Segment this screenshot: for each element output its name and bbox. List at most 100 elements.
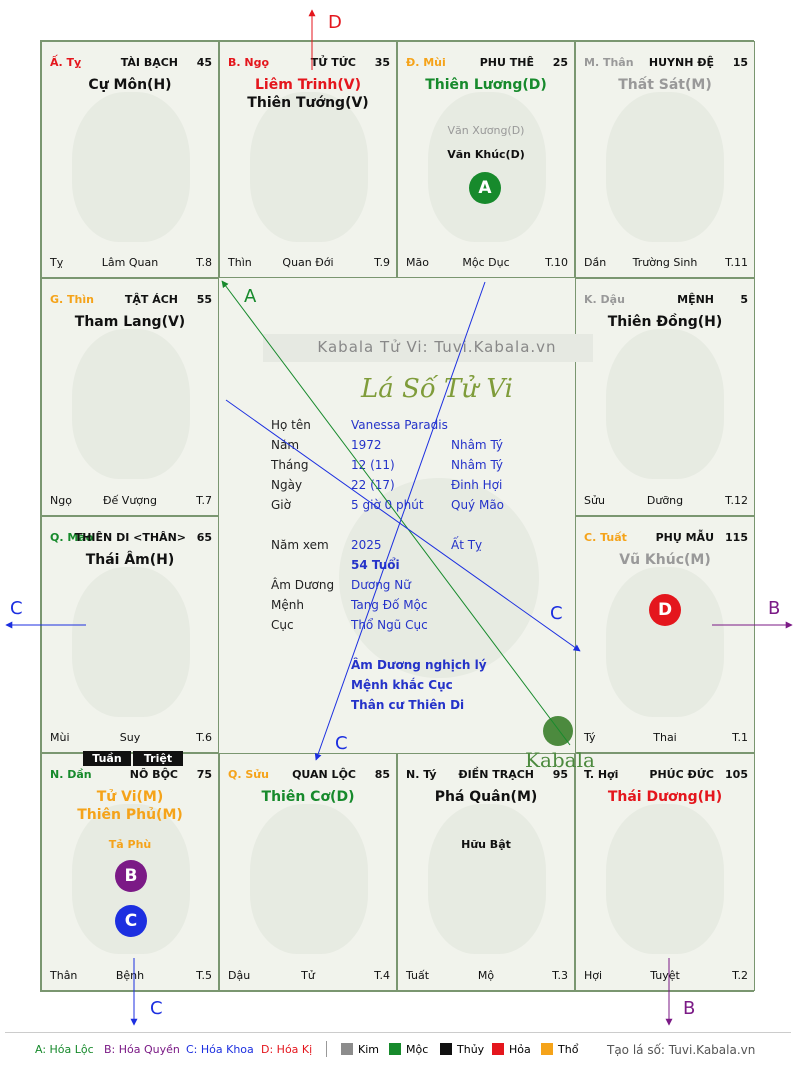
branch: Tý	[584, 731, 596, 744]
age: T.1	[732, 731, 748, 744]
palace-menh[interactable]: K. Dậu MỆNH 5 Thiên Đồng(H) Sửu Dưỡng T.…	[575, 278, 755, 516]
legend-hoa-quyen: B: Hóa Quyền	[104, 1043, 180, 1056]
palace-name: ĐIỀN TRẠCH	[458, 768, 534, 781]
label-a-line: A	[244, 286, 257, 307]
value-cuc: Thổ Ngũ Cục	[351, 618, 428, 632]
palace-name: PHÚC ĐỨC	[649, 768, 714, 781]
age: T.9	[374, 256, 390, 269]
legend-tho: Thổ	[541, 1043, 578, 1056]
horse-image	[250, 92, 368, 242]
value-tuoi: 54 Tuổi	[351, 558, 400, 572]
legend-moc: Mộc	[389, 1043, 428, 1056]
main-star: Thiên Lương(D)	[425, 77, 547, 93]
branch: Tuất	[406, 969, 430, 982]
value-ho-ten: Vanessa Paradis	[351, 418, 448, 432]
palace-can: N. Tý	[406, 768, 437, 781]
stage: Đế Vượng	[103, 494, 157, 507]
stage: Tử	[301, 969, 315, 982]
palace-phuc-duc[interactable]: T. Hợi PHÚC ĐỨC 105 Thái Dương(H) Hợi Tu…	[575, 753, 755, 991]
main-star: Tham Lang(V)	[74, 314, 186, 330]
chart-title: Lá Số Tử Vi	[360, 374, 513, 404]
branch: Dần	[584, 256, 607, 269]
palace-name: NÔ BỘC	[129, 768, 178, 781]
legend-thuy: Thủy	[440, 1043, 484, 1056]
legend-hoa-ki: D: Hóa Kị	[261, 1043, 313, 1056]
label-d-top: D	[328, 12, 342, 33]
palace-number: 75	[196, 768, 212, 781]
palace-tat-ach[interactable]: G. Thìn TẬT ÁCH 55 Tham Lang(V) Ngọ Đế V…	[41, 278, 219, 516]
palace-number: 25	[552, 56, 568, 69]
stage: Lâm Quan	[101, 256, 159, 269]
palace-name: TẬT ÁCH	[124, 293, 178, 306]
palace-name: PHU THÊ	[479, 56, 534, 69]
stage: Quan Đới	[282, 256, 334, 269]
label-c-left: C	[10, 598, 23, 619]
label-ngay: Ngày	[271, 478, 303, 492]
palace-can: Ấ. Tỵ	[50, 56, 82, 69]
age: T.2	[732, 969, 748, 982]
palace-no-boc[interactable]: N. Dần NÔ BỘC 75 Tử Vi(M) Thiên Phủ(M) T…	[41, 753, 219, 991]
age: T.5	[196, 969, 212, 982]
marker-c: C	[115, 905, 147, 937]
label-b-bottom: B	[683, 998, 696, 1019]
palace-number: 35	[374, 56, 390, 69]
palace-name: PHỤ MẪU	[655, 531, 714, 544]
age: T.8	[196, 256, 212, 269]
palace-phu-mau[interactable]: C. Tuất PHỤ MẪU 115 Vũ Khúc(M) D Tý Thai…	[575, 516, 755, 753]
age: T.3	[552, 969, 568, 982]
label-ho-ten: Họ tên	[271, 418, 311, 432]
watermark: Kabala Tử Vi: Tuvi.Kabala.vn	[317, 338, 557, 356]
stage: Thai	[653, 731, 677, 744]
palace-phu-the[interactable]: Đ. Mùi PHU THÊ 25 Thiên Lương(D) Văn Xươ…	[397, 41, 575, 278]
marker-a: A	[469, 172, 501, 204]
branch: Thìn	[228, 256, 252, 269]
value-gio: 5 giờ 0 phút	[351, 498, 424, 512]
age: T.4	[374, 969, 390, 982]
note-2: Mệnh khắc Cục	[351, 678, 453, 692]
value-am-duong: Dương Nữ	[351, 578, 411, 592]
rat-image	[428, 804, 546, 954]
chart-board: Ấ. Tỵ TÀI BẠCH 45 Cự Môn(H) Tỵ Lâm Quan …	[40, 40, 755, 992]
value-thang-can-chi: Nhâm Tý	[451, 458, 504, 472]
label-c-line: C	[550, 603, 563, 624]
value-nam-xem: 2025	[351, 538, 382, 552]
age: T.7	[196, 494, 212, 507]
main-star: Thiên Phủ(M)	[77, 807, 183, 823]
branch: Hợi	[584, 969, 603, 982]
palace-quan-loc[interactable]: Q. Sửu QUAN LỘC 85 Thiên Cơ(D) Dậu Tử T.…	[219, 753, 397, 991]
legend-hoa-loc: A: Hóa Lộc	[35, 1043, 94, 1056]
minor-star: Văn Xương(D)	[447, 124, 525, 137]
palace-tai-bach[interactable]: Ấ. Tỵ TÀI BẠCH 45 Cự Môn(H) Tỵ Lâm Quan …	[41, 41, 219, 278]
main-star: Cự Môn(H)	[88, 77, 172, 93]
legend-kim: Kim	[341, 1043, 379, 1056]
label-cuc: Cục	[271, 618, 294, 632]
tree-logo-icon	[543, 716, 573, 746]
palace-huynh-de[interactable]: M. Thân HUYNH ĐỆ 15 Thất Sát(M) Dần Trườ…	[575, 41, 755, 278]
palace-name: MỆNH	[677, 293, 714, 306]
minor-star: Tả Phù	[108, 838, 152, 851]
age: T.10	[545, 256, 568, 269]
kabala-logo: Kabala	[525, 748, 595, 772]
stage: Mộ	[477, 969, 495, 982]
palace-name: HUYNH ĐỆ	[648, 56, 714, 69]
main-star: Thiên Tướng(V)	[247, 95, 369, 111]
palace-thien-di[interactable]: Q. Mão THIÊN DI <THÂN> 65 Thái Âm(H) Mùi…	[41, 516, 219, 753]
palace-can: Q. Sửu	[228, 768, 269, 781]
value-nam-can-chi: Nhâm Tý	[451, 438, 504, 452]
rooster-image	[606, 329, 724, 479]
rabbit-image	[72, 567, 190, 717]
main-star: Thái Âm(H)	[85, 552, 175, 568]
palace-name: TÀI BẠCH	[120, 56, 178, 69]
palace-tu-tuc[interactable]: B. Ngọ TỬ TỨC 35 Liêm Trinh(V) Thiên Tướ…	[219, 41, 397, 278]
age: T.11	[725, 256, 748, 269]
site-credit-link[interactable]: Tạo lá số: Tuvi.Kabala.vn	[607, 1043, 756, 1057]
branch: Sửu	[584, 494, 605, 507]
value-ngay: 22 (17)	[351, 478, 395, 492]
stage: Trường Sinh	[632, 256, 698, 269]
palace-dien-trach[interactable]: N. Tý ĐIỀN TRẠCH 95 Phá Quân(M) Hữu Bật …	[397, 753, 575, 991]
minor-star: Hữu Bật	[461, 838, 511, 851]
palace-number: 85	[374, 768, 390, 781]
monkey-image	[606, 92, 724, 242]
palace-name: THIÊN DI <THÂN>	[74, 531, 186, 544]
note-3: Thân cư Thiên Di	[351, 698, 465, 712]
